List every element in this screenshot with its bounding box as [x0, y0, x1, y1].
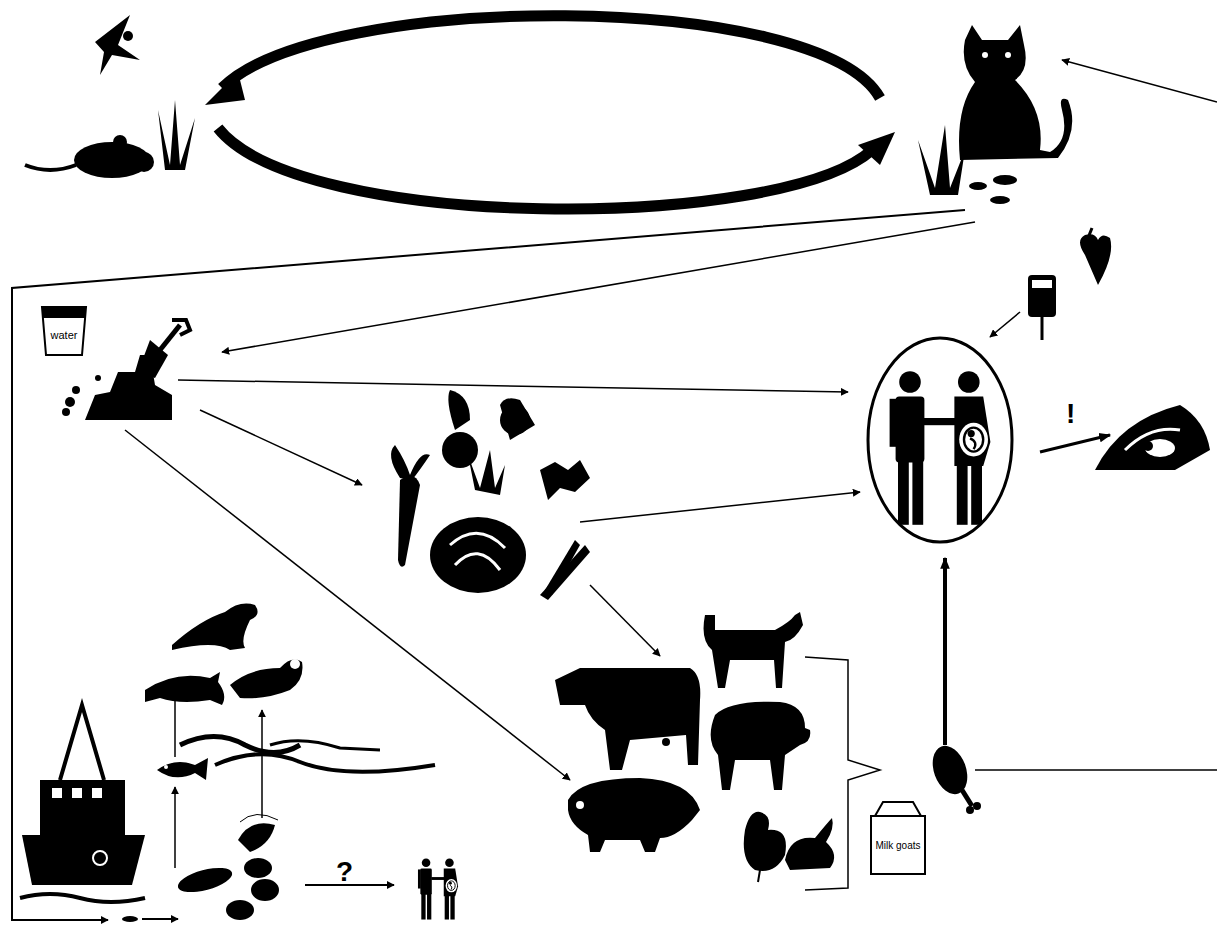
water-glass: water [40, 305, 88, 357]
annotation-symbol: ? [336, 858, 353, 886]
node-text: Milk goats [875, 841, 920, 852]
milk-carton: Milk goats [869, 800, 927, 876]
node-text: water [51, 330, 78, 342]
carton-outline [869, 800, 927, 876]
annotation-symbol: ! [1066, 400, 1075, 428]
